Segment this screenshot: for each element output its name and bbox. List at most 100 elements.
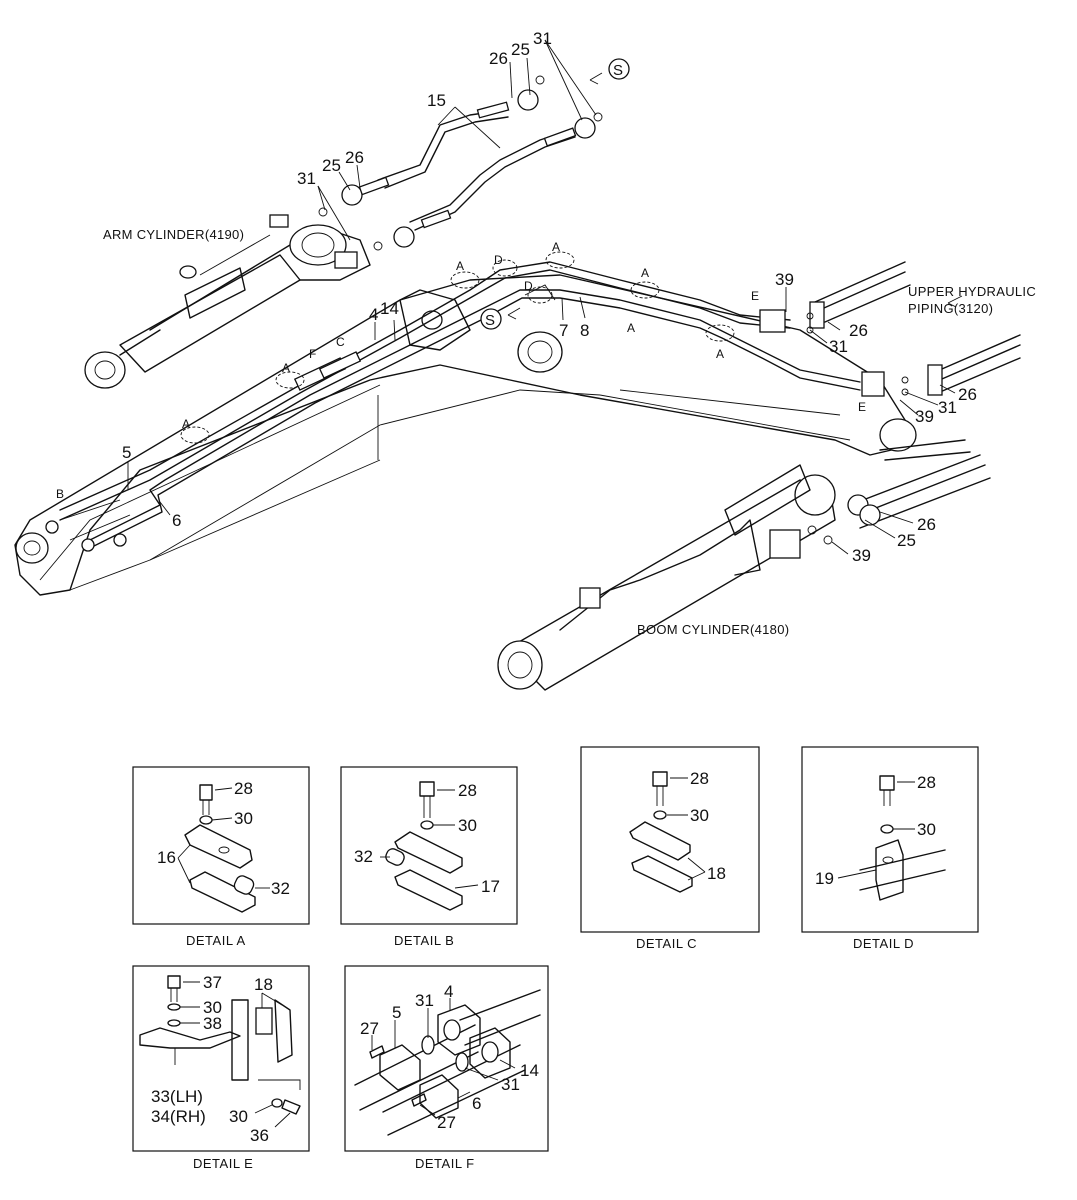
upper-piping-hoses bbox=[806, 261, 1021, 396]
part-label-39: 39 bbox=[775, 270, 794, 289]
section-marker-top: S bbox=[589, 58, 630, 85]
detail-a-caption: DETAIL A bbox=[186, 933, 246, 948]
detail-letter-c: C bbox=[336, 335, 345, 349]
part-label-25: 25 bbox=[897, 531, 916, 550]
part-label-6: 6 bbox=[172, 511, 181, 530]
part-label-7: 7 bbox=[559, 321, 568, 340]
part-label-6: 6 bbox=[472, 1094, 481, 1113]
part-label-28: 28 bbox=[690, 769, 709, 788]
part-label-28: 28 bbox=[234, 779, 253, 798]
part-label-25: 25 bbox=[511, 40, 530, 59]
part-label-32: 32 bbox=[354, 847, 373, 866]
detail-f-caption: DETAIL F bbox=[415, 1156, 475, 1171]
part-label-28: 28 bbox=[917, 773, 936, 792]
detail-letter-d: D bbox=[524, 279, 533, 293]
section-marker-text: S bbox=[485, 312, 495, 329]
section-marker-boom: S bbox=[480, 307, 521, 330]
part-label-30: 30 bbox=[229, 1107, 248, 1126]
part-label-14: 14 bbox=[520, 1061, 539, 1080]
detail-b: 28 30 32 17 DETAIL B bbox=[340, 766, 518, 948]
part-label-30: 30 bbox=[458, 816, 477, 835]
detail-e-frame bbox=[132, 965, 310, 1152]
part-label-31: 31 bbox=[501, 1075, 520, 1094]
part-label-31: 31 bbox=[297, 169, 316, 188]
detail-letter-e: E bbox=[751, 289, 759, 303]
part-label-39: 39 bbox=[915, 407, 934, 426]
part-label-18: 18 bbox=[707, 864, 726, 883]
part-label-30: 30 bbox=[917, 820, 936, 839]
part-label-4: 4 bbox=[369, 305, 378, 324]
part-label-31: 31 bbox=[533, 29, 552, 48]
detail-letter-d: D bbox=[494, 253, 503, 267]
part-label-8: 8 bbox=[580, 321, 589, 340]
detail-a: 28 30 16 32 DETAIL A bbox=[132, 766, 310, 948]
part-label-30: 30 bbox=[234, 809, 253, 828]
detail-letter-e: E bbox=[858, 400, 866, 414]
part-label-26: 26 bbox=[345, 148, 364, 167]
part-label-25: 25 bbox=[322, 156, 341, 175]
part-label-39: 39 bbox=[852, 546, 871, 565]
detail-d-caption: DETAIL D bbox=[853, 936, 914, 951]
upper-piping-label-1: UPPER HYDRAULIC bbox=[908, 284, 1036, 299]
part-label-14: 14 bbox=[380, 299, 399, 318]
detail-d-frame bbox=[801, 746, 979, 933]
detail-c: 28 30 18 DETAIL C bbox=[580, 746, 760, 951]
part-label-30: 30 bbox=[203, 998, 222, 1017]
detail-letter-a: A bbox=[627, 321, 635, 335]
detail-letter-a: A bbox=[716, 347, 724, 361]
detail-f-frame bbox=[344, 965, 549, 1152]
boom-structure bbox=[14, 274, 917, 596]
part-label-27: 27 bbox=[437, 1113, 456, 1132]
detail-letter-a: A bbox=[182, 417, 190, 431]
part-label-37: 37 bbox=[203, 973, 222, 992]
detail-f: 4 31 5 27 14 31 6 27 DETAIL F bbox=[344, 965, 549, 1171]
part-label-26: 26 bbox=[849, 321, 868, 340]
part-label-26: 26 bbox=[489, 49, 508, 68]
boom-cylinder-label: BOOM CYLINDER(4180) bbox=[637, 622, 789, 637]
upper-piping-label-2: PIPING(3120) bbox=[908, 301, 993, 316]
part-label-34: 34(RH) bbox=[151, 1107, 206, 1126]
part-label-5: 5 bbox=[122, 443, 131, 462]
part-label-28: 28 bbox=[458, 781, 477, 800]
detail-c-frame bbox=[580, 746, 760, 933]
part-label-17: 17 bbox=[481, 877, 500, 896]
part-label-32: 32 bbox=[271, 879, 290, 898]
leader-lines bbox=[127, 39, 956, 555]
part-label-36: 36 bbox=[250, 1126, 269, 1145]
part-label-5: 5 bbox=[392, 1003, 401, 1022]
part-label-26: 26 bbox=[958, 385, 977, 404]
arm-hoses bbox=[318, 75, 603, 251]
detail-d: 28 30 19 DETAIL D bbox=[801, 746, 979, 951]
detail-letter-a: A bbox=[456, 259, 464, 273]
detail-a-frame bbox=[132, 766, 310, 925]
part-label-26: 26 bbox=[917, 515, 936, 534]
section-marker-text: S bbox=[613, 62, 623, 79]
arm-cylinder-label: ARM CYLINDER(4190) bbox=[103, 227, 244, 242]
part-label-27: 27 bbox=[360, 1019, 379, 1038]
main-labels: ARM CYLINDER(4190) BOOM CYLINDER(4180) U… bbox=[56, 29, 1036, 637]
part-label-31: 31 bbox=[415, 991, 434, 1010]
detail-b-frame bbox=[340, 766, 518, 925]
part-label-16: 16 bbox=[157, 848, 176, 867]
part-label-30: 30 bbox=[690, 806, 709, 825]
boom-pipe-lines bbox=[45, 251, 885, 552]
arm-cylinder bbox=[84, 214, 371, 389]
detail-letter-a: A bbox=[282, 361, 290, 375]
detail-letter-a: A bbox=[641, 266, 649, 280]
part-label-33: 33(LH) bbox=[151, 1087, 203, 1106]
part-label-31: 31 bbox=[829, 337, 848, 356]
detail-b-caption: DETAIL B bbox=[394, 933, 454, 948]
part-label-31: 31 bbox=[938, 398, 957, 417]
part-label-38: 38 bbox=[203, 1014, 222, 1033]
part-label-15: 15 bbox=[427, 91, 446, 110]
boom-cylinder bbox=[497, 439, 991, 691]
detail-e: 37 30 38 18 33(LH) 34(RH) 30 36 DETAIL E bbox=[132, 965, 310, 1171]
part-label-18: 18 bbox=[254, 975, 273, 994]
detail-e-caption: DETAIL E bbox=[193, 1156, 253, 1171]
detail-letter-f: F bbox=[309, 347, 316, 361]
detail-letter-a: A bbox=[552, 240, 560, 254]
detail-letter-b: B bbox=[56, 487, 64, 501]
detail-c-caption: DETAIL C bbox=[636, 936, 697, 951]
part-label-4: 4 bbox=[444, 982, 453, 1001]
